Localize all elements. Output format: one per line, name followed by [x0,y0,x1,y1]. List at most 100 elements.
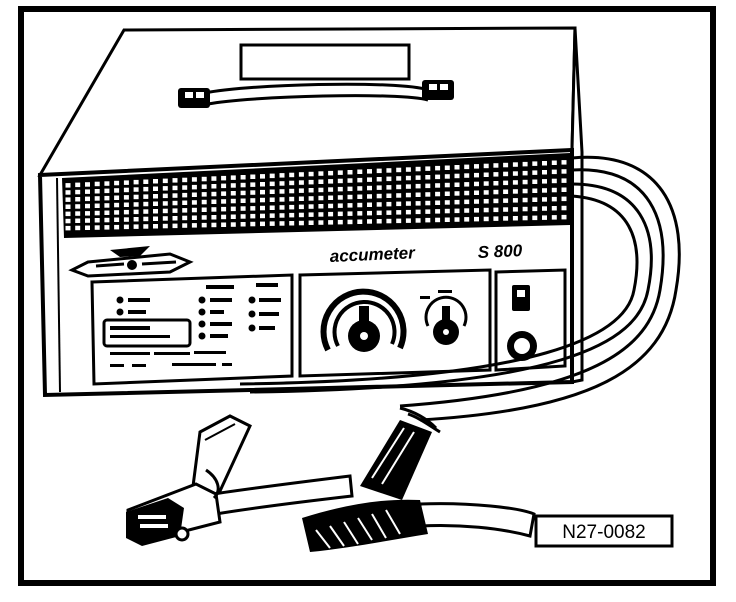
grille-hole [94,218,100,223]
grille-hole [561,169,567,174]
grille-hole [153,194,158,199]
grille-hole [337,203,343,208]
grille-hole [85,218,90,223]
grille-hole [230,198,236,204]
grille-hole [240,206,246,211]
grille-hole [347,211,353,216]
secondary-control-knob [420,290,468,345]
grille-hole [221,199,227,204]
grille-hole [162,186,168,191]
grille-hole [211,207,217,212]
grille-hole [75,225,81,231]
indicator-light [198,332,206,340]
grille-hole [464,164,470,170]
grille-hole [405,218,411,223]
grille-hole [483,163,489,169]
grille-hole [230,206,236,212]
grille-hole [512,189,518,194]
grille-hole [522,188,528,194]
indicator-light [248,324,256,332]
grille-hole [172,216,178,221]
grille-hole [289,188,295,194]
grille-hole [396,193,402,198]
grille-hole [143,209,149,214]
grille-hole [376,210,382,216]
grille-hole [230,183,236,188]
grille-hole [551,169,557,175]
grille-hole [269,189,275,194]
grille-hole [337,186,343,192]
grille-hole [172,208,178,213]
grille-hole [425,175,431,180]
grille-hole [279,213,285,218]
grille-hole [551,187,557,193]
grille-hole [114,224,120,230]
grille-hole [367,194,372,199]
grille-hole [318,204,324,209]
grille-hole [396,201,402,207]
grille-hole [493,198,499,204]
grille-hole [493,163,499,168]
grille-hole [318,171,324,176]
grille-hole [65,190,71,195]
grille-hole [542,197,547,202]
grille-hole [308,212,314,217]
grille-hole [260,221,265,227]
grille-hole [522,206,528,212]
grille-hole [483,216,489,222]
grille-hole [551,160,557,165]
grille-hole [250,190,256,195]
grille-hole [561,214,567,220]
grille-hole [522,179,528,185]
grille-hole [454,173,460,179]
grille-hole [503,198,509,203]
grille-hole [415,218,421,223]
grille-hole [347,219,353,225]
grille-hole [143,201,149,207]
grille-hole [357,219,363,224]
grille-hole [512,216,518,221]
indicator-light [248,310,256,318]
grille-hole [191,215,197,220]
grille-hole [415,209,421,215]
grille-hole [337,170,343,175]
power-switch [512,285,530,311]
grille-hole [367,219,372,224]
grille-hole [172,193,178,198]
grille-hole [162,201,168,206]
grille-hole [415,175,421,180]
grille-hole [493,207,499,213]
grille-hole [347,203,353,208]
grille-hole [289,204,295,210]
grille-hole [454,165,460,170]
grille-hole [522,215,528,221]
ventilation-grille [62,153,570,238]
grille-hole [240,175,246,180]
grille-hole [240,198,246,203]
grille-hole [483,181,489,186]
grille-hole [483,207,489,213]
battery-clamp-right [302,420,536,552]
grille-hole [444,191,450,196]
grille-hole [182,185,188,190]
grille-hole [75,182,81,188]
grille-hole [503,171,509,177]
grille-hole [182,177,188,183]
grille-hole [191,200,197,205]
grille-hole [464,182,470,187]
grille-hole [425,217,431,223]
grille-hole [337,219,343,225]
grille-hole [85,189,90,194]
grille-hole [551,196,557,202]
grille-hole [230,175,236,180]
grille-hole [182,223,188,228]
grille-hole [386,218,392,224]
grille-hole [133,224,139,229]
grille-hole [289,172,295,178]
grille-hole [483,190,489,195]
grille-hole [512,207,518,212]
grille-hole [211,199,217,204]
grille-hole [376,177,382,182]
grille-hole [201,184,207,189]
grille-hole [201,192,207,197]
